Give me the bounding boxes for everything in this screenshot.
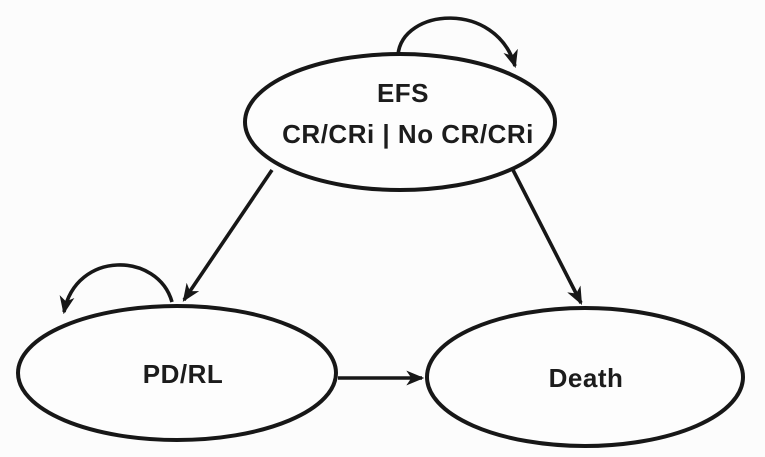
edge-efs-to-death [511, 169, 583, 306]
death-ellipse [425, 306, 745, 448]
edge-efs-self-loop [396, 16, 518, 69]
pdrl-ellipse [16, 304, 338, 442]
state-node-efs: EFS CR/CRi | No CR/CRi [243, 52, 557, 192]
pdrl-label: PD/RL [143, 359, 224, 389]
state-node-death: Death [425, 306, 745, 448]
efs-sublabel: CR/CRi | No CR/CRi [282, 119, 534, 149]
edge-pdrl-self-loop [59, 263, 174, 315]
efs-ellipse [243, 52, 557, 192]
death-label: Death [549, 363, 624, 393]
state-node-pdrl: PD/RL [16, 304, 338, 442]
efs-label: EFS [377, 78, 429, 108]
edge-efs-to-pdrl [182, 168, 274, 302]
